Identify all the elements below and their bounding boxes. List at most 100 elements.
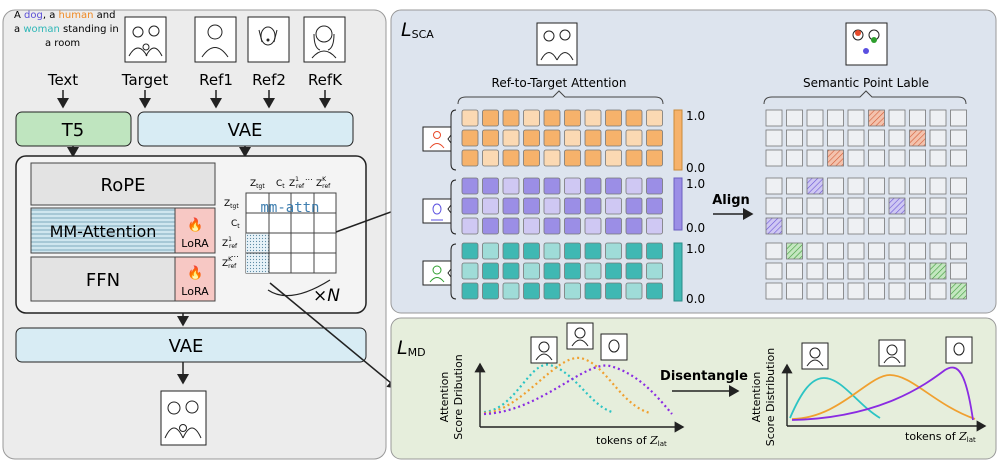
- attention-cell: [523, 262, 540, 280]
- input-label-text: Text: [47, 71, 78, 89]
- attention-cell: [625, 197, 643, 215]
- empty-cell: [888, 262, 906, 280]
- attention-cell: [543, 109, 561, 127]
- empty-cell: [929, 177, 947, 195]
- empty-cell: [765, 109, 783, 127]
- right-brace: [763, 90, 967, 105]
- attention-cell: [461, 129, 479, 147]
- attention-cell: [646, 217, 663, 235]
- empty-cell: [868, 177, 885, 195]
- attention-cell: [564, 262, 581, 280]
- empty-cell: [765, 129, 783, 147]
- attention-cell: [564, 149, 581, 167]
- empty-cell: [868, 262, 885, 280]
- human-row-icon: [422, 126, 452, 152]
- attention-cell: [625, 282, 643, 300]
- empty-cell: [806, 262, 824, 280]
- output-image-icon: [160, 390, 207, 446]
- arrow-to-md: [269, 282, 399, 389]
- empty-cell: [888, 177, 906, 195]
- attention-cell: [605, 262, 622, 280]
- empty-cell: [765, 149, 783, 167]
- empty-cell: [786, 262, 803, 280]
- attention-cell: [502, 109, 520, 127]
- sca-panel: [390, 9, 997, 314]
- empty-cell: [950, 129, 967, 147]
- attention-matrix: [245, 192, 337, 274]
- right-orange-curve: [791, 374, 976, 420]
- ref2-image-icon: [247, 16, 290, 63]
- semantic-point-title: Semantic Point Lable: [803, 76, 929, 90]
- svg-text:Attention: Attention: [438, 372, 451, 423]
- svg-text:0.0: 0.0: [686, 292, 705, 306]
- left-brace: [457, 90, 664, 105]
- attention-cell: [502, 149, 520, 167]
- sca-label-icon: [845, 22, 888, 66]
- empty-cell: [827, 197, 844, 215]
- attention-cell: [523, 197, 540, 215]
- empty-cell: [868, 282, 885, 300]
- caption-line-2: a woman standing in: [14, 24, 119, 35]
- empty-cell: [950, 177, 967, 195]
- svg-text:0.0: 0.0: [686, 161, 705, 175]
- attention-cell: [564, 282, 581, 300]
- attention-cell: [584, 177, 602, 195]
- vae-bottom-block: [15, 327, 367, 363]
- lora-block-1: [174, 207, 216, 254]
- teal-scale-bar: [673, 242, 683, 302]
- empty-cell: [847, 177, 865, 195]
- attention-cell: [502, 242, 520, 260]
- attention-cell: [605, 149, 622, 167]
- empty-cell: [929, 282, 947, 300]
- attention-cell: [646, 177, 663, 195]
- left-plot-icons: [530, 322, 628, 364]
- attention-cell: [482, 109, 499, 127]
- ref-to-target-title: Ref-to-Target Attention: [492, 76, 627, 90]
- attention-cell: [646, 282, 663, 300]
- empty-cell: [929, 109, 947, 127]
- attention-cell: [461, 217, 479, 235]
- svg-text:Ct: Ct: [276, 179, 285, 190]
- semantic-point-cell: [950, 282, 967, 300]
- purple-scale-bar: [673, 177, 683, 231]
- attention-cell: [461, 262, 479, 280]
- attention-cell: [584, 262, 602, 280]
- attention-cell: [482, 177, 499, 195]
- caption-line-3: a room: [45, 38, 80, 49]
- empty-cell: [888, 242, 906, 260]
- empty-cell: [806, 149, 824, 167]
- empty-cell: [827, 262, 844, 280]
- caption-line-1: A dog, a human and: [14, 10, 115, 21]
- empty-cell: [868, 217, 885, 235]
- empty-cell: [765, 242, 783, 260]
- svg-text:Score Dribution: Score Dribution: [452, 354, 465, 439]
- empty-cell: [786, 217, 803, 235]
- right-purple-curve: [791, 366, 974, 421]
- empty-cell: [909, 217, 926, 235]
- rope-label: RoPE: [101, 175, 146, 196]
- empty-cell: [888, 109, 906, 127]
- empty-cell: [847, 129, 865, 147]
- empty-cell: [765, 262, 783, 280]
- input-arrows: [57, 90, 331, 109]
- orange-scale-bar: [673, 109, 683, 171]
- attention-cell: [482, 282, 499, 300]
- ffn-label: FFN: [86, 270, 120, 291]
- attention-cell: [584, 282, 602, 300]
- attention-cell: [523, 177, 540, 195]
- attention-cell: [461, 282, 479, 300]
- svg-text:Score Distribution: Score Distribution: [764, 348, 777, 447]
- times-n-label: ×N: [313, 286, 340, 306]
- empty-cell: [888, 149, 906, 167]
- disentangle-label: Disentangle: [660, 369, 748, 384]
- empty-cell: [806, 109, 824, 127]
- lora-block-2: [174, 256, 216, 302]
- attention-cell: [584, 197, 602, 215]
- semantic-point-cell: [827, 149, 844, 167]
